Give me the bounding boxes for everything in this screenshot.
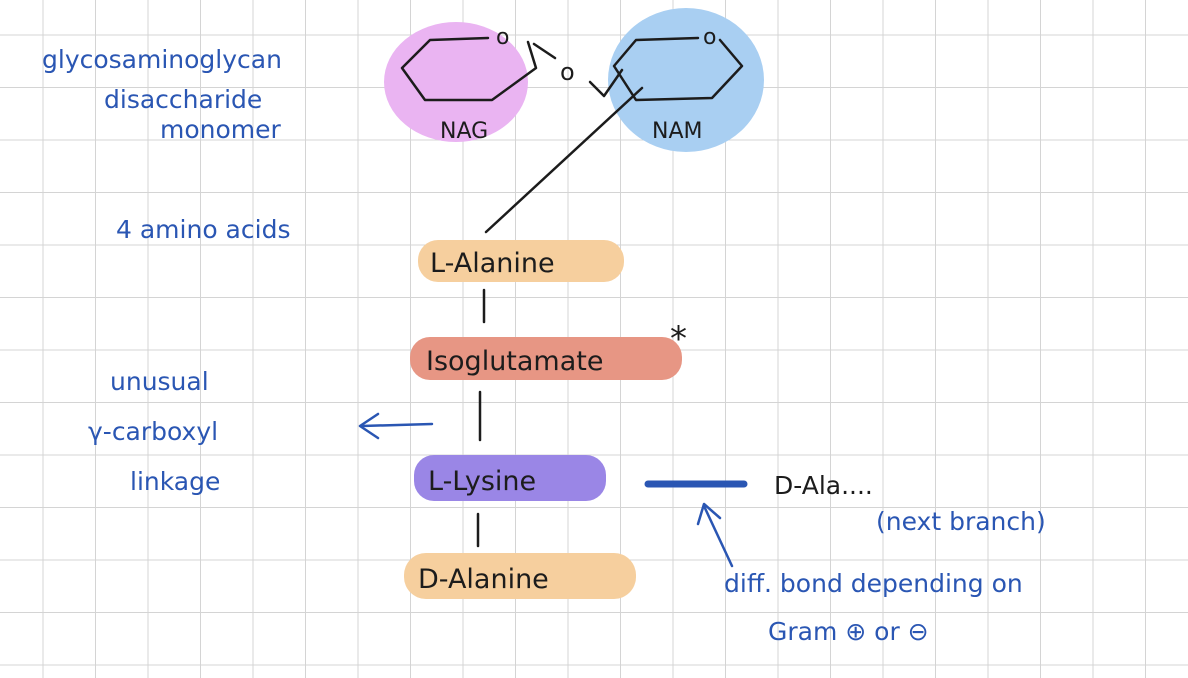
amino-acids-note: 4 amino acids	[116, 215, 290, 244]
glycosidic-bond	[532, 42, 557, 60]
nam-ring	[612, 36, 744, 102]
isoglutamate-highlight	[410, 337, 682, 380]
d-alanine-highlight	[404, 553, 636, 599]
nag-ring	[400, 36, 538, 102]
nam-label: NAM	[652, 119, 703, 144]
gamma-linkage-arrow	[358, 412, 434, 440]
nag-highlight	[384, 22, 528, 142]
l-lysine-highlight	[414, 455, 606, 501]
l-alanine-highlight	[418, 240, 624, 282]
nam-to-peptide-bond	[484, 86, 644, 234]
l-alanine-label: L-Alanine	[430, 248, 555, 279]
isoglutamate-label: Isoglutamate	[426, 346, 603, 377]
d-ala-branch-label: D-Ala....	[774, 471, 873, 500]
unusual-note-line3: linkage	[130, 467, 220, 496]
diff-bond-note-line1: diff. bond depending on	[724, 569, 1023, 598]
next-branch-note: (next branch)	[876, 507, 1046, 536]
monomer-note-line3: monomer	[160, 115, 282, 144]
diff-bond-note-line2: Gram ⊕ or ⊖	[768, 617, 929, 646]
linker-oxygen: o	[560, 58, 575, 86]
monomer-note-line2: disaccharide	[104, 85, 262, 114]
nam-ring-oxygen: o	[703, 25, 716, 50]
glycosidic-bond-2	[588, 68, 624, 98]
unusual-note-line2: γ-carboxyl	[88, 417, 218, 446]
d-alanine-label: D-Alanine	[418, 564, 549, 595]
nag-ring-oxygen: o	[496, 25, 509, 50]
diff-bond-arrow	[696, 502, 734, 568]
monomer-note-line1: glycosaminoglycan	[42, 45, 282, 74]
l-lysine-label: L-Lysine	[428, 466, 536, 497]
asterisk-mark: *	[670, 319, 687, 359]
nag-label: NAG	[440, 119, 488, 144]
unusual-note-line1: unusual	[110, 367, 209, 396]
